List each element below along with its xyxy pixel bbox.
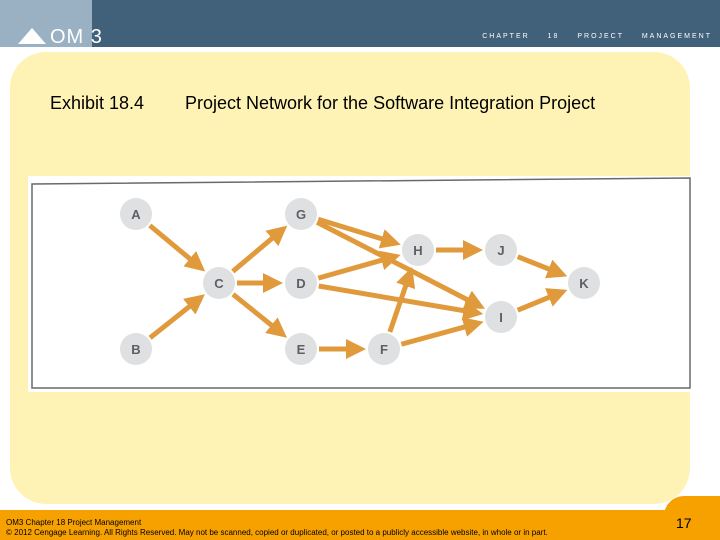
node-k: K (568, 267, 600, 299)
exhibit-title: Project Network for the Software Integra… (185, 93, 596, 113)
node-label-i: I (499, 310, 503, 325)
node-circle-i (485, 301, 517, 333)
node-label-g: G (296, 207, 306, 222)
edge-f-h (387, 267, 416, 333)
project-network-diagram: A G H J C D K I B E F (28, 176, 694, 392)
logo-triangle-icon (18, 28, 46, 44)
edges-layer (148, 216, 568, 359)
footer-copyright: © 2012 Cengage Learning. All Rights Rese… (6, 528, 548, 537)
edge-c-g (231, 225, 288, 274)
diagram-border (31, 177, 691, 389)
node-circle-f (368, 333, 400, 365)
chapter-header: CHAPTER 18 PROJECT MANAGEMENT (482, 33, 712, 40)
edge-i-k (516, 288, 568, 313)
footer-chapter: OM3 Chapter 18 Project Management (6, 518, 142, 527)
node-e: E (285, 333, 317, 365)
node-circle-j (485, 234, 517, 266)
node-circle-k (568, 267, 600, 299)
header-accent (0, 0, 92, 47)
node-a: A (120, 198, 152, 230)
node-label-k: K (579, 276, 589, 291)
page-number: 17 (676, 515, 692, 531)
logo-text: OM 3 (50, 26, 103, 48)
node-circle-d (285, 267, 317, 299)
node-circle-b (120, 333, 152, 365)
node-i: I (485, 301, 517, 333)
edge-f-i (400, 317, 484, 347)
node-label-d: D (296, 276, 305, 291)
node-h: H (402, 234, 434, 266)
node-c: C (203, 267, 235, 299)
node-circle-a (120, 198, 152, 230)
node-d: D (285, 267, 317, 299)
footer-band (0, 510, 720, 540)
edge-d-h (317, 250, 401, 281)
exhibit-label: Exhibit 18.4 (50, 93, 145, 113)
node-label-j: J (497, 243, 504, 258)
node-f: F (368, 333, 400, 365)
edge-a-c (148, 223, 206, 272)
edge-g-h (317, 216, 401, 249)
node-b: B (120, 333, 152, 365)
node-j: J (485, 234, 517, 266)
node-label-h: H (413, 243, 422, 258)
node-label-f: F (380, 342, 388, 357)
node-label-a: A (131, 207, 141, 222)
node-circle-g (285, 198, 317, 230)
node-circle-e (285, 333, 317, 365)
edge-c-e (231, 292, 287, 338)
node-circle-h (402, 234, 434, 266)
node-label-c: C (214, 276, 224, 291)
edge-b-c (148, 294, 205, 340)
node-circle-c (203, 267, 235, 299)
edge-j-k (516, 254, 568, 279)
network-svg: A G H J C D K I B E F (31, 177, 691, 389)
node-label-b: B (131, 342, 140, 357)
header-band: OM 3 CHAPTER 18 PROJECT MANAGEMENT (0, 0, 720, 47)
nodes-layer: A G H J C D K I B E F (120, 198, 600, 365)
node-g: G (285, 198, 317, 230)
node-label-e: E (297, 342, 306, 357)
